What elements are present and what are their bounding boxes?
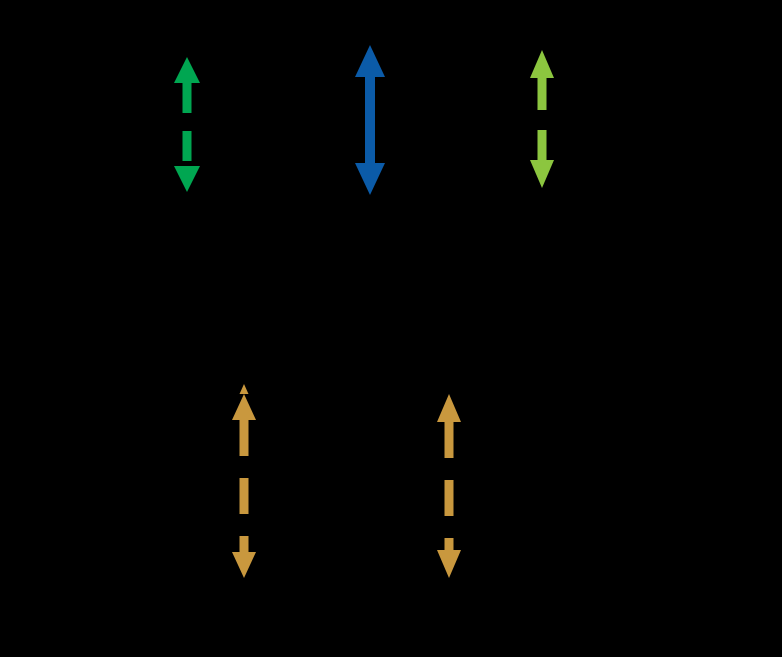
green-dashed-double-arrow-head-down-icon: [174, 166, 200, 192]
green-dashed-double-arrow[interactable]: [174, 57, 200, 192]
green-dashed-double-arrow-head-up-icon: [174, 57, 200, 83]
light-green-dashed-double-arrow-head-down-icon: [530, 160, 554, 188]
goldenrod-dashed-double-arrow-left-head-up-icon: [232, 394, 256, 420]
blue-solid-double-arrow-head-up-icon: [355, 45, 385, 77]
goldenrod-dashed-double-arrow-right[interactable]: [437, 394, 461, 578]
goldenrod-dashed-double-arrow-left[interactable]: [232, 384, 256, 578]
goldenrod-dashed-double-arrow-left-head-down-icon: [232, 552, 256, 578]
light-green-dashed-double-arrow[interactable]: [530, 50, 554, 188]
light-green-dashed-double-arrow-head-up-icon: [530, 50, 554, 78]
goldenrod-dashed-double-arrow-right-head-down-icon: [437, 550, 461, 578]
goldenrod-dashed-double-arrow-right-head-up-icon: [437, 394, 461, 422]
blue-solid-double-arrow-head-down-icon: [355, 163, 385, 195]
goldenrod-dashed-double-arrow-left-extra-tip-icon: [239, 384, 249, 394]
blue-solid-double-arrow[interactable]: [355, 45, 385, 195]
